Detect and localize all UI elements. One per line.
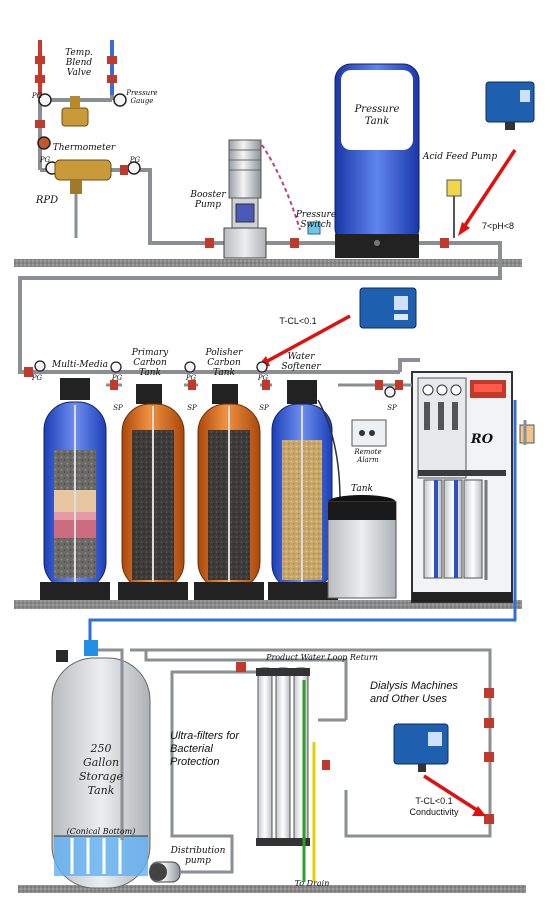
label-ph-range: 7<pH<8 [481, 221, 515, 231]
tag-pg: PG [31, 92, 43, 100]
label-ro: RO [470, 432, 494, 447]
piping-loop [98, 648, 492, 874]
label-thermometer: Thermometer [52, 143, 116, 153]
polisher-carbon-tank [194, 384, 264, 600]
label-ultrafilters: Ultra-filters for Bacterial Protection [170, 730, 240, 768]
label-brine-tank: Tank [351, 484, 373, 494]
label-booster-pump: Booster Pump [190, 190, 226, 210]
acid-injector [446, 179, 462, 238]
label-rpd: RPD [35, 195, 59, 206]
acid-feed-monitor [485, 81, 535, 130]
primary-carbon-tank [118, 384, 188, 600]
water-softener-tank [268, 380, 341, 600]
ultrafilters [256, 667, 310, 846]
tcl-monitor-bottom [393, 723, 449, 772]
ro-side-box [519, 424, 535, 444]
tag-pg: PG [185, 374, 197, 382]
booster-pump [223, 139, 301, 259]
label-primary-carbon: Primary Carbon Tank [131, 348, 169, 378]
red-arrow-bottom [423, 774, 481, 814]
pipe-blue-ro-return [88, 400, 517, 640]
tag-sp: SP [387, 404, 397, 412]
temp-blend-valve [61, 96, 89, 127]
label-acid-feed-pump: Acid Feed Pump [422, 152, 498, 162]
red-arrow-tcl [261, 314, 351, 366]
rpd-valve [54, 159, 112, 238]
label-multi-media: Multi-Media [52, 360, 108, 370]
label-temp-blend-valve: Temp. Blend Valve [65, 48, 93, 78]
floor-2 [14, 600, 522, 609]
pressure-tank [334, 63, 420, 258]
brine-tank [327, 495, 397, 599]
valves-top [35, 56, 449, 248]
red-arrow-acid [460, 149, 517, 231]
valves-middle [24, 367, 403, 390]
tag-pg: PG [39, 156, 51, 164]
valves-bottom [236, 662, 494, 824]
tag-pg: PG [111, 374, 123, 382]
label-water-softener: Water Softener [281, 352, 321, 372]
label-loop-return: Product Water Loop Return [266, 653, 378, 662]
gauges-middle [34, 360, 396, 398]
label-to-drain: To Drain [294, 879, 330, 888]
ro-unit [411, 371, 513, 603]
label-tcl-top: T-CL<0.1 [279, 316, 317, 326]
tag-sp: SP [259, 404, 269, 412]
piping-top [18, 50, 502, 374]
tag-pg: PG [257, 374, 269, 382]
floor-1 [14, 259, 522, 267]
tag-pg: PG [129, 156, 141, 164]
label-polisher-carbon: Polisher Carbon Tank [205, 348, 243, 378]
tag-sp: SP [113, 404, 123, 412]
multimedia-tank [40, 378, 110, 600]
label-tcl-bottom: T-CL<0.1 Conductivity [409, 796, 459, 817]
floor-3 [18, 885, 526, 893]
label-pressure-switch: Pressure Switch [295, 210, 337, 230]
label-distribution-pump: Distribution pump [170, 846, 226, 866]
pressure-switch [307, 221, 321, 235]
tag-sp: SP [187, 404, 197, 412]
storage-tank [51, 640, 151, 889]
label-pressure-gauge: Pressure Gauge [126, 89, 158, 105]
tcl-monitor-top [359, 287, 417, 329]
label-remote-alarm: Remote Alarm [354, 448, 382, 464]
label-conical-bottom: (Conical Bottom) [66, 827, 136, 836]
label-pressure-tank: Pressure Tank [354, 104, 400, 127]
label-storage-tank: 250 Gallon Storage Tank [79, 742, 123, 797]
distribution-pump [149, 861, 181, 883]
label-dialysis: Dialysis Machines and Other Uses [370, 680, 459, 705]
remote-alarm [351, 419, 387, 447]
tag-pg: PG [31, 374, 43, 382]
